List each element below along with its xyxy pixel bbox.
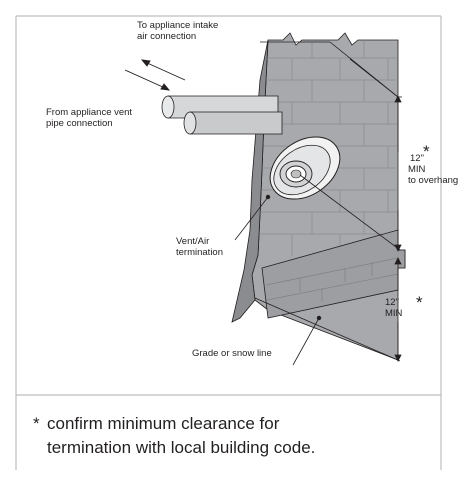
footnote-line1: confirm minimum clearance for <box>47 414 280 433</box>
footnote-marker: * <box>33 414 40 433</box>
vent-pipe <box>183 111 283 135</box>
bottom-clearance-label: 12" MIN <box>385 297 402 319</box>
bottom-clearance-value: 12" <box>385 297 399 308</box>
vent-label-line1: From appliance vent <box>46 107 133 118</box>
intake-label: To appliance intake air connection <box>137 20 218 42</box>
leader-lines <box>234 41 402 366</box>
termination-label-line1: Vent/Air <box>176 236 210 247</box>
bottom-clearance-min: MIN <box>385 308 403 319</box>
top-clearance-min: MIN <box>408 164 426 175</box>
vent-termination-unit <box>269 136 341 200</box>
airflow-arrows <box>124 59 186 91</box>
termination-label: Vent/Air termination <box>176 236 236 258</box>
top-clearance-value: 12" <box>410 153 424 164</box>
dimension-lines <box>394 95 402 362</box>
bottom-clearance-asterisk: * <box>416 293 423 312</box>
vent-label-line2: pipe connection <box>46 118 113 129</box>
intake-label-line1: To appliance intake <box>137 20 219 31</box>
panel-frame <box>15 15 442 470</box>
vent-label: From appliance vent pipe connection <box>46 107 132 129</box>
grade-label: Grade or snow line <box>192 348 272 359</box>
top-clearance-asterisk: * <box>423 142 430 161</box>
intake-label-line2: air connection <box>137 31 197 42</box>
top-clearance-note: to overhang <box>408 175 459 186</box>
footnote-line2: termination with local building code. <box>47 438 316 457</box>
termination-label-line2: termination <box>176 247 223 258</box>
top-clearance-label: 12" MIN to overhang <box>408 153 458 186</box>
